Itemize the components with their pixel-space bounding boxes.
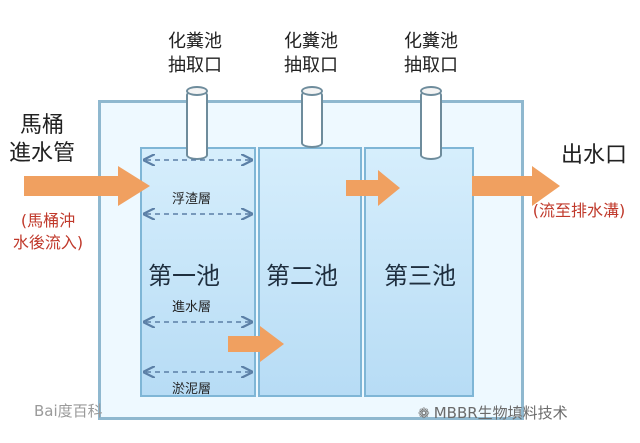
chamber-2 <box>258 147 362 397</box>
inlet-label-line1: 馬桶 <box>19 113 64 138</box>
extraction-pipe-1-opening <box>186 86 208 96</box>
extraction-pipe-3-opening <box>420 86 442 96</box>
pipe-label-1-line2: 抽取口 <box>168 55 222 76</box>
inflow-layer-label: 進水層 <box>172 300 212 315</box>
pipe-label-2-line1: 化糞池 <box>284 31 338 52</box>
chamber-2-title: 第二池 <box>266 262 338 290</box>
watermark-right-text: MBBR生物填料技术 <box>433 404 568 422</box>
pipe-label-2-line2: 抽取口 <box>284 55 338 76</box>
transfer-arrow-1-2 <box>228 326 284 362</box>
chamber-1 <box>140 147 256 397</box>
wechat-icon: ❁ <box>418 406 430 422</box>
chamber-3-title: 第三池 <box>384 262 456 290</box>
inlet-label-line2: 進水管 <box>8 141 75 166</box>
pipe-label-2: 化糞池 抽取口 <box>276 30 346 78</box>
pipe-label-3-line2: 抽取口 <box>404 55 458 76</box>
scum-layer-label: 浮渣層 <box>172 192 212 207</box>
watermark-right: ❁MBBR生物填料技术 <box>418 402 568 423</box>
inlet-arrow <box>24 166 150 206</box>
outlet-arrow <box>472 166 560 206</box>
outlet-note: (流至排水溝) <box>532 201 626 220</box>
transfer-arrow-2-3 <box>346 170 400 206</box>
inlet-note-line2: 水後流入) <box>12 233 84 252</box>
inlet-note-line1: (馬桶沖 <box>20 211 76 230</box>
sludge-layer-label: 淤泥層 <box>172 382 212 397</box>
pipe-label-3-line1: 化糞池 <box>404 31 458 52</box>
chamber-1-title: 第一池 <box>148 262 220 290</box>
pipe-label-1-line1: 化糞池 <box>168 31 222 52</box>
watermark-left: Bai度百科 <box>34 402 103 420</box>
outlet-label: 出水口 <box>560 143 627 168</box>
inlet-label: 馬桶 進水管 <box>2 112 82 168</box>
pipe-label-3: 化糞池 抽取口 <box>396 30 466 78</box>
extraction-pipe-2-opening <box>301 86 323 96</box>
pipe-label-1: 化糞池 抽取口 <box>160 30 230 78</box>
inlet-note: (馬桶沖 水後流入) <box>0 210 96 254</box>
